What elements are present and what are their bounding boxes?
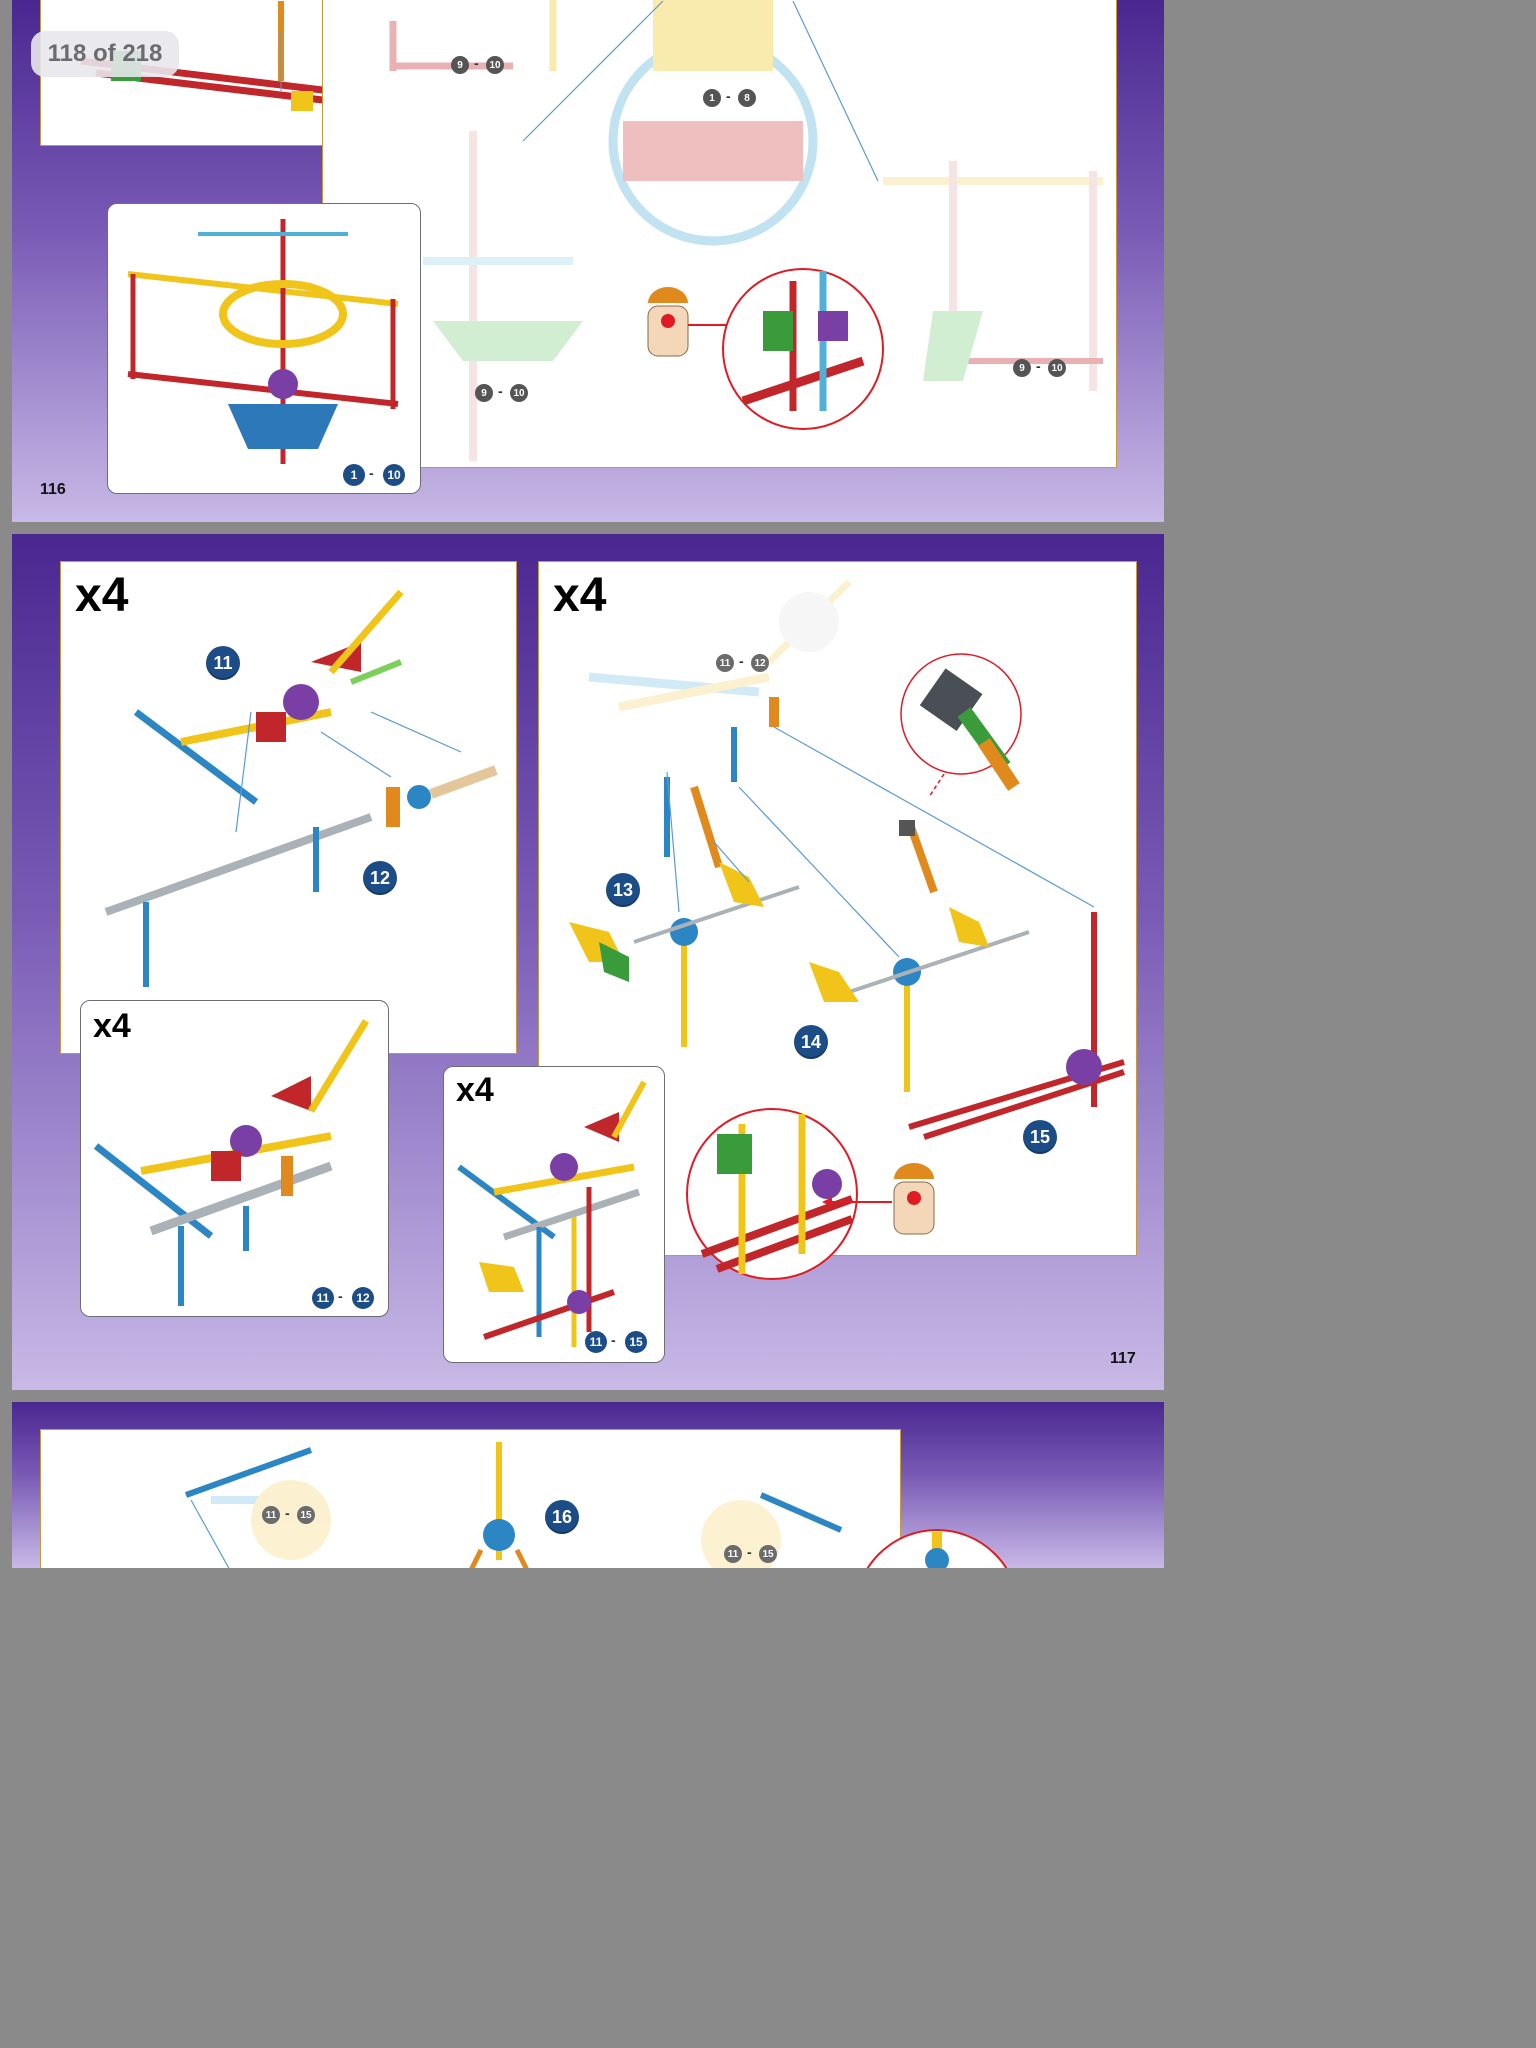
- summary-card-11-15: x4 11 - 15: [443, 1066, 665, 1363]
- knex-mascot-icon: [647, 287, 768, 357]
- step-badge-13: 13: [606, 873, 640, 907]
- step-ref-dash: -: [498, 383, 503, 399]
- left-step-frame: x4 11 12: [60, 561, 517, 1054]
- page-number: 117: [1110, 1350, 1136, 1367]
- step-ref-badge-end: 8: [738, 89, 756, 107]
- page-number: 116: [40, 481, 66, 498]
- step-ref-dash: -: [474, 55, 479, 71]
- zoom-detail-circle-icon: [686, 1108, 892, 1280]
- ref-badge-start: 11: [716, 654, 734, 672]
- step-16-illustration: [184, 1442, 843, 1568]
- assembly-11-15-illustration: [457, 1080, 647, 1347]
- step-13-15-illustration: [569, 579, 1125, 1140]
- knex-mascot-icon: [893, 1163, 935, 1235]
- summary-card: 1 - 10: [107, 203, 421, 494]
- ref-badge-end: 15: [297, 1506, 315, 1524]
- summary-card-11-12: x4 11 - 12: [80, 1000, 389, 1317]
- range-badge-end: 10: [383, 464, 405, 486]
- range-badge-end: 15: [625, 1331, 647, 1353]
- range-badge-end: 12: [352, 1287, 374, 1309]
- ref-badge-end: 15: [759, 1545, 777, 1563]
- ref-dash: -: [285, 1505, 290, 1521]
- step-ref-badge-start: 1: [703, 89, 721, 107]
- multiplier-label: x4: [75, 569, 129, 622]
- zoom-detail-circle-icon: [866, 1529, 1008, 1568]
- range-badge-start: 11: [312, 1287, 334, 1309]
- step-ref-badge-end: 10: [486, 56, 504, 74]
- step-ref-badge-start: 9: [1013, 359, 1031, 377]
- multiplier-label: x4: [553, 569, 607, 622]
- step-ref-dash: -: [726, 88, 731, 104]
- ref-dash: -: [739, 653, 744, 669]
- range-dash: -: [369, 465, 374, 481]
- step-ref-badge-start: 9: [475, 384, 493, 402]
- step-badge-11: 11: [206, 646, 240, 680]
- ref-badge-start: 11: [724, 1545, 742, 1563]
- range-dash: -: [611, 1332, 616, 1348]
- step-ref-dash: -: [1036, 358, 1041, 374]
- step-badge-15: 15: [1023, 1120, 1057, 1154]
- step-ref-badge-end: 10: [510, 384, 528, 402]
- main-step-frame: 9 - 10 1 - 8 9 - 10 9 - 10: [322, 0, 1117, 468]
- step-ref-badge-start: 9: [451, 56, 469, 74]
- multiplier-label: x4: [93, 1007, 131, 1045]
- step-badge-16: 16: [545, 1500, 579, 1534]
- range-dash: -: [338, 1288, 343, 1304]
- merry-go-round-illustration: [127, 219, 399, 464]
- range-badge-start: 1: [343, 464, 365, 486]
- ref-badge-start: 11: [262, 1506, 280, 1524]
- page-116: 9 - 10 1 - 8 9 - 10 9 - 10: [12, 0, 1164, 522]
- page-118: 11 - 15 16 11 - 15: [12, 1402, 1164, 1568]
- step-badge-14: 14: [794, 1025, 828, 1059]
- ref-badge-end: 12: [751, 654, 769, 672]
- assembly-11-12-illustration: [93, 1019, 369, 1306]
- step-16-frame: 11 - 15 16 11 - 15: [40, 1429, 901, 1568]
- page-117: x4 11 12 x4: [12, 534, 1164, 1390]
- range-badge-start: 11: [585, 1331, 607, 1353]
- step-11-12-illustration: [104, 589, 498, 987]
- ref-dash: -: [747, 1544, 752, 1560]
- page-counter: 118 of 218: [31, 31, 179, 77]
- zoom-detail-circle-icon: [722, 268, 884, 430]
- multiplier-label: x4: [456, 1071, 494, 1109]
- step-ref-badge-end: 10: [1048, 359, 1066, 377]
- ferris-wheel-faded-illustration: [389, 0, 1103, 461]
- step-badge-12: 12: [363, 861, 397, 895]
